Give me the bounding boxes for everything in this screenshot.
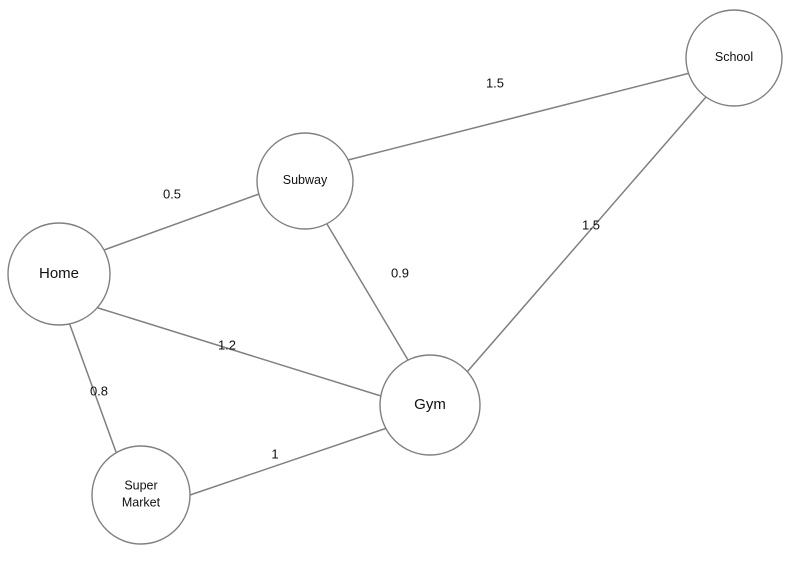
node-label-subway: Subway xyxy=(283,173,328,187)
graph-node-gym[interactable]: Gym xyxy=(379,354,481,456)
node-label-gym: Gym xyxy=(414,396,446,413)
graph-edge-home-supermarket[interactable] xyxy=(69,324,117,453)
edge-weight-label-home-supermarket: 0.8 xyxy=(90,383,108,398)
node-label-line: Market xyxy=(122,496,161,510)
graph-edge-supermarket-gym[interactable] xyxy=(189,427,388,496)
node-label-line: Home xyxy=(39,265,79,282)
node-circle-gym[interactable] xyxy=(379,354,481,456)
node-label-home: Home xyxy=(39,265,79,282)
node-circle-home[interactable] xyxy=(7,222,111,326)
node-circle-school[interactable] xyxy=(685,9,783,107)
node-circle-subway[interactable] xyxy=(256,132,354,230)
edge-weight-label-subway-school: 1.5 xyxy=(486,75,504,90)
graph-edge-subway-school[interactable] xyxy=(347,72,691,161)
node-label-line: School xyxy=(715,50,753,64)
graph-edge-school-gym[interactable] xyxy=(466,96,707,373)
node-label-line: Subway xyxy=(283,173,328,187)
graph-node-school[interactable]: School xyxy=(685,9,783,107)
node-label-line: Gym xyxy=(414,396,446,413)
node-circle-supermarket[interactable] xyxy=(91,445,191,545)
edge-weight-label-home-subway: 0.5 xyxy=(163,186,181,201)
edge-weight-label-subway-gym: 0.9 xyxy=(391,265,409,280)
edge-labels-layer: 0.5 1.5 0.9 1.5 1.2 0.8 1 xyxy=(90,75,600,461)
node-label-line: Super xyxy=(124,479,157,493)
edge-weight-label-school-gym: 1.5 xyxy=(582,217,600,232)
edge-weight-label-supermarket-gym: 1 xyxy=(271,446,278,461)
graph-edge-subway-gym[interactable] xyxy=(326,223,409,361)
graph-node-home[interactable]: Home xyxy=(7,222,111,326)
edge-weight-label-home-gym: 1.2 xyxy=(218,337,236,352)
graph-node-subway[interactable]: Subway xyxy=(256,132,354,230)
edges-layer xyxy=(69,72,707,496)
graph-edge-home-subway[interactable] xyxy=(103,193,260,251)
graph-edge-home-gym[interactable] xyxy=(94,306,382,397)
node-label-school: School xyxy=(715,50,753,64)
